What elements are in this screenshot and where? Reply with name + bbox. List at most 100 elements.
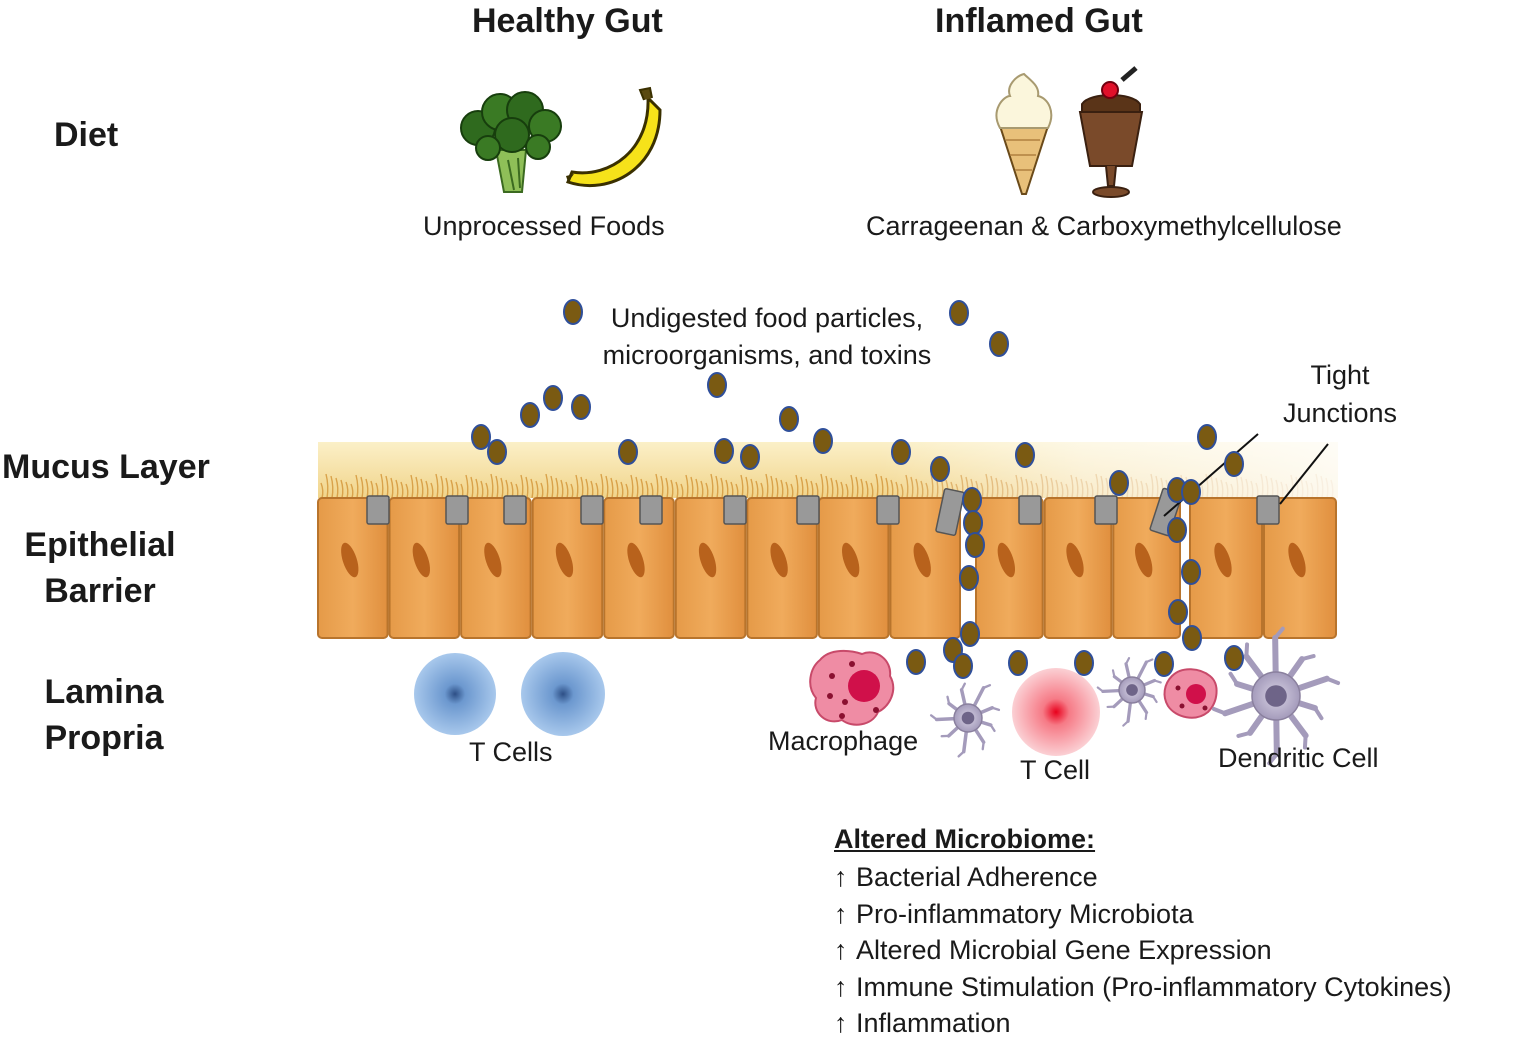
- up-arrow-icon: ↑: [834, 971, 848, 1002]
- food-particle: [1015, 442, 1035, 468]
- dendrite: [960, 682, 966, 692]
- dendrite: [1267, 752, 1279, 766]
- particles-caption-line2: microorganisms, and toxins: [602, 340, 932, 370]
- food-particle: [779, 406, 799, 432]
- tight-junction: [876, 495, 900, 525]
- dendrite: [1152, 695, 1158, 704]
- healthy-gut-heading: Healthy Gut: [472, 2, 663, 40]
- t-cell-healthy: [521, 652, 605, 736]
- cell-nucleus: [341, 542, 359, 578]
- dendritic-nucleus: [961, 711, 975, 725]
- dendrite: [946, 695, 951, 705]
- microbiome-item-text: Bacterial Adherence: [856, 862, 1098, 892]
- dendrite: [982, 683, 992, 690]
- cell-nucleus: [913, 542, 931, 578]
- tight-junctions-label-line1: Tight: [1310, 360, 1370, 390]
- food-particle: [471, 424, 491, 450]
- food-particle: [1182, 625, 1202, 651]
- tight-junction: [1094, 495, 1118, 525]
- dendrite: [1312, 706, 1324, 721]
- dendrite: [1300, 654, 1316, 662]
- t-cell-healthy: [414, 653, 496, 735]
- row-label-lamina-line1: Lamina: [44, 673, 164, 711]
- inflamed-diet-caption: Carrageenan & Carboxymethylcellulose: [866, 211, 1342, 241]
- row-label-lamina: Lamina Propria: [16, 669, 192, 761]
- cell-nucleus: [1288, 542, 1306, 578]
- tight-junction: [1256, 495, 1280, 525]
- food-particle: [965, 532, 985, 558]
- microbiome-item: ↑Bacterial Adherence: [834, 859, 1452, 896]
- dendrite: [1122, 720, 1130, 727]
- particles-caption-line1: Undigested food particles,: [610, 303, 924, 333]
- activated-cell: [1163, 668, 1218, 719]
- cell-nucleus: [997, 542, 1016, 578]
- cell-nucleus: [555, 542, 574, 578]
- up-arrow-icon: ↑: [834, 898, 848, 929]
- food-particle: [953, 653, 973, 679]
- tight-junction: [723, 495, 747, 525]
- dendritic-cell-label: Dendritic Cell: [1218, 743, 1379, 773]
- cell-nucleus: [412, 542, 431, 578]
- row-label-epithelial-line2: Barrier: [44, 572, 156, 610]
- food-particle: [891, 439, 911, 465]
- row-label-mucus: Mucus Layer: [2, 448, 210, 486]
- tight-junction: [639, 495, 663, 525]
- food-particle: [962, 487, 982, 513]
- macrophage-label: Macrophage: [768, 726, 919, 756]
- dendrite: [1096, 686, 1104, 693]
- food-particle: [740, 444, 760, 470]
- milkshake-icon: [1078, 66, 1144, 198]
- row-label-epithelial-line1: Epithelial: [24, 526, 176, 564]
- food-particle: [1008, 650, 1028, 676]
- up-arrow-icon: ↑: [834, 935, 848, 965]
- food-particle: [813, 428, 833, 454]
- dendrite: [1111, 669, 1116, 678]
- food-particle: [1154, 651, 1174, 677]
- cell-nucleus: [770, 542, 788, 578]
- food-particle: [543, 385, 563, 411]
- tight-junction: [796, 495, 820, 525]
- up-arrow-icon: ↑: [834, 1008, 848, 1038]
- food-particle: [707, 372, 727, 398]
- food-particle: [1109, 470, 1129, 496]
- tight-junctions-label-line2: Junctions: [1282, 398, 1398, 428]
- food-particle: [1181, 479, 1201, 505]
- broccoli-icon: [460, 91, 562, 193]
- ice-cream-icon: [995, 72, 1053, 195]
- tight-junction-pointer: [1279, 443, 1329, 505]
- dendrite: [1153, 679, 1162, 684]
- food-particles: [471, 299, 1244, 679]
- food-particle: [1224, 451, 1244, 477]
- food-particle: [563, 299, 583, 325]
- tight-junction-disrupted: [935, 488, 965, 536]
- cell-nucleus: [1066, 542, 1084, 578]
- tight-junction: [503, 495, 527, 525]
- row-label-diet: Diet: [54, 116, 119, 154]
- t-cell-label: T Cell: [1020, 755, 1091, 785]
- dendrite: [1211, 706, 1228, 716]
- t-cell-inflamed: [1012, 668, 1100, 756]
- inflamed-gut-heading: Inflamed Gut: [935, 2, 1143, 40]
- food-particle: [930, 456, 950, 482]
- tight-junction: [445, 495, 469, 525]
- food-particle: [906, 649, 926, 675]
- dendrite: [1124, 657, 1131, 665]
- food-particle: [520, 402, 540, 428]
- dendritic-cell: [1211, 626, 1341, 766]
- microbiome-item-text: Immune Stimulation (Pro-inflammatory Cyt…: [856, 971, 1452, 1002]
- row-label-epithelial: Epithelial Barrier: [12, 522, 188, 614]
- microbiome-item: ↑Inflammation: [834, 1005, 1452, 1042]
- cell-nucleus: [484, 542, 502, 578]
- dendrite: [989, 723, 996, 733]
- food-particle: [959, 565, 979, 591]
- dendrite: [991, 706, 1001, 712]
- dendrite: [1236, 730, 1252, 738]
- tight-junctions-label: Tight Junctions: [1260, 356, 1420, 432]
- cell-nucleus: [1134, 542, 1153, 578]
- dendrite: [981, 741, 985, 751]
- cell-nucleus: [1214, 542, 1232, 578]
- tight-junction: [580, 495, 604, 525]
- food-particle: [989, 331, 1009, 357]
- dendritic-cell-small: [1096, 657, 1162, 727]
